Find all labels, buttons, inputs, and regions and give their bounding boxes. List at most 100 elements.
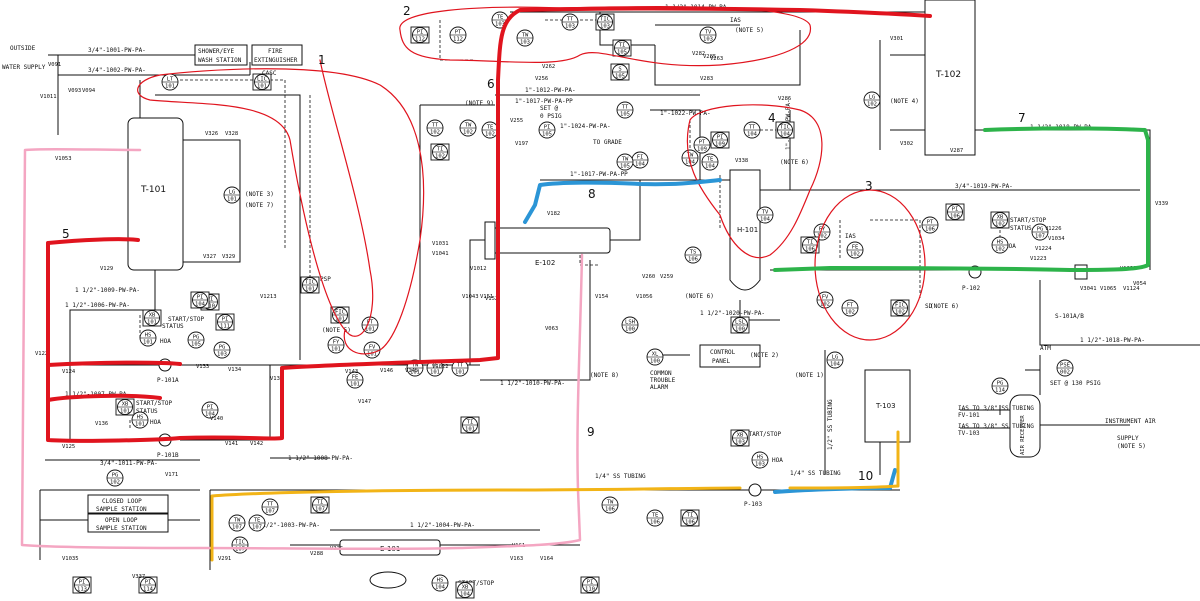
- instrument-tic107-number: 107: [235, 547, 245, 553]
- tank-t102: [924, 0, 976, 156]
- instrument-hs101b-number: 101: [135, 422, 145, 428]
- valve-tag-v329: V329: [222, 254, 235, 260]
- instrument-fe101-number: 101: [350, 382, 360, 388]
- valve-tag-v054: V054: [1133, 281, 1147, 287]
- markup-loop-4: [686, 104, 823, 259]
- instrument-tt105-type: TT: [622, 105, 629, 111]
- valve-tag-v328: V328: [225, 131, 238, 137]
- line-1002: 3/4"-1002-PW-PA-: [88, 67, 146, 74]
- instrument-lg101-type: LG: [229, 190, 236, 196]
- instrument-tw105-type: TW: [622, 157, 629, 163]
- instrument-tt103-type: TT: [567, 17, 574, 23]
- atm-label: ATM: [1040, 345, 1051, 352]
- instrument-xb102-number: 102: [995, 222, 1005, 228]
- valve-tag-v1012: V1012: [470, 266, 487, 272]
- valve-tag-v197: V197: [515, 141, 528, 147]
- note-8: (NOTE 8): [590, 372, 619, 379]
- instrument-ft102-number: 102: [845, 310, 855, 316]
- instrument-ft102-type: FT: [847, 303, 854, 309]
- status-p102: STATUS: [1010, 225, 1032, 232]
- instrument-ti102-number: 102: [435, 154, 445, 160]
- exchanger-e102: [484, 227, 611, 254]
- instrument-s105-type: S: [618, 67, 621, 73]
- valve-tag-v138: V138: [270, 376, 283, 382]
- heater-h101-label: H-101: [737, 226, 758, 234]
- instrument-pt106-number: 106: [925, 227, 935, 233]
- instrument-tw107-number: 107: [232, 525, 242, 531]
- instrument-bubbles: LT101LIC101LG101PT112PI112TE103TT103TIC1…: [72, 11, 1074, 599]
- valve-tag-v094: V094: [82, 88, 96, 94]
- instrument-pi106-number: 106: [950, 214, 960, 220]
- set130-label: SET @ 130 PSIG: [1050, 380, 1101, 387]
- instrument-pse002-number: 002: [1060, 370, 1070, 376]
- line-1009: 1 1/2"-1009-PW-PA-: [75, 287, 140, 294]
- valve-tag-v338: V338: [735, 158, 748, 164]
- instrument-pg114-number: 114: [995, 388, 1006, 394]
- instrument-air-note: (NOTE 5): [1117, 443, 1146, 450]
- instrument-pt109-number: 109: [697, 147, 707, 153]
- common-trouble-3: ALARM: [650, 384, 668, 391]
- valve-tag-v171: V171: [165, 472, 178, 478]
- instrument-pi110-number: 110: [205, 304, 215, 310]
- instrument-ti101-number: 101: [465, 427, 475, 433]
- instrument-pi104b-type: PI: [207, 405, 214, 411]
- instrument-lsh100-number: 100: [625, 327, 635, 333]
- instrument-pi104-type: PI: [197, 295, 204, 301]
- valve-tag-v1022: V1022: [432, 364, 449, 370]
- instrument-lg104-number: 104: [830, 362, 841, 368]
- tank-t103: [864, 369, 911, 443]
- instrument-hs104-number: 104: [435, 585, 446, 591]
- valve-tag-v301: V301: [890, 36, 903, 42]
- valve-tag-v260: V260: [642, 274, 655, 280]
- status-p101a: STATUS: [162, 323, 184, 330]
- instrument-tt107-type: TT: [267, 502, 274, 508]
- markup-loop-1: [137, 59, 425, 355]
- instrument-tw106-type: TW: [607, 500, 614, 506]
- instrument-hs103-type: HS: [757, 455, 764, 461]
- ias-tv103-label: IAS TO 3/8" SS TUBING: [958, 423, 1034, 430]
- markup-loop-3: [814, 189, 926, 341]
- valve-tag-v302: V302: [900, 141, 913, 147]
- instrument-te104-type: TE: [707, 157, 714, 163]
- fire-extinguisher: [251, 44, 303, 66]
- instrument-ti106b-type: TI: [687, 513, 694, 519]
- instrument-te103-type: TE: [497, 15, 504, 21]
- valve-tag-v134: V134: [228, 367, 242, 373]
- instrument-tv104-type: TV: [762, 210, 769, 216]
- instrument-te104-number: 104: [705, 164, 716, 170]
- instrument-fic102-number: 102: [895, 310, 905, 316]
- psp-label: PSP: [320, 276, 331, 283]
- instrument-tv103-type: TV: [705, 30, 712, 36]
- instrument-tic104-type: TIC: [780, 125, 790, 131]
- valve-tag-v1056: V1056: [636, 294, 653, 300]
- instrument-hs101b-type: HS: [137, 415, 144, 421]
- markup-line-7: [773, 126, 1150, 272]
- markup-num-1: 1: [318, 53, 326, 67]
- instrument-te101-type: TE: [432, 363, 439, 369]
- instrument-tw101-number: 101: [410, 370, 420, 376]
- instrument-tv104-number: 104: [760, 217, 771, 223]
- pump-p101b-label: P-101B: [157, 452, 179, 459]
- fire-label-2: EXTINGUISHER: [254, 57, 298, 64]
- valve-tag-v182: V182: [547, 211, 560, 217]
- instrument-ti101-type: TI: [467, 420, 474, 426]
- exchanger-e102-head: [484, 221, 496, 260]
- instrument-fv102-type: FV: [822, 295, 829, 301]
- instrument-pi105-number: 105: [542, 132, 552, 138]
- valve-tag-v136: V136: [95, 421, 108, 427]
